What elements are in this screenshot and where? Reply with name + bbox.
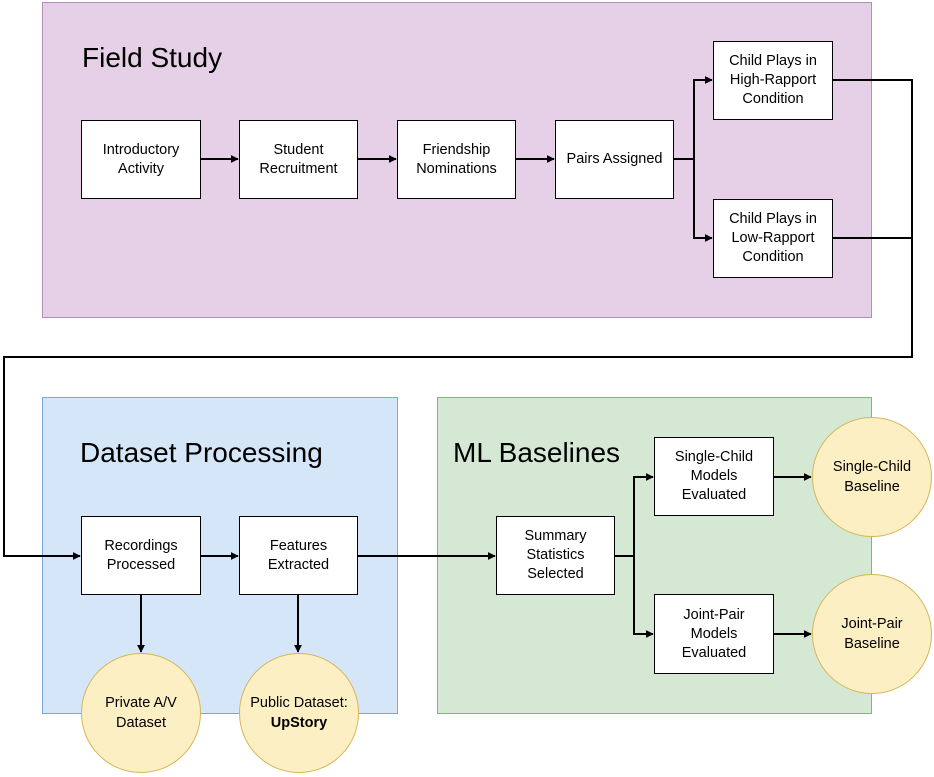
- joint-pair-baseline-line1: Joint-Pair: [841, 616, 903, 632]
- dataset-processing-title: Dataset Processing: [80, 437, 323, 468]
- friendship-nominations-box: Friendship Nominations: [397, 120, 516, 199]
- public-dataset-name: UpStory: [270, 715, 328, 731]
- arrow-pairs-to-high-rapport: [674, 76, 713, 160]
- private-av-dataset-circle: Private A/V Dataset: [81, 653, 201, 773]
- public-dataset-circle: Public Dataset: UpStory: [239, 653, 359, 773]
- field-study-title: Field Study: [82, 42, 223, 73]
- single-child-baseline-line1: Single-Child: [832, 459, 912, 475]
- private-av-line1: Private A/V: [105, 695, 177, 711]
- high-rapport-condition-box: Child Plays in High-Rapport Condition: [713, 41, 833, 120]
- connector-field-to-dataset: [3, 238, 913, 560]
- single-child-baseline-line2: Baseline: [844, 479, 900, 495]
- joint-pair-baseline-circle: Joint-Pair Baseline: [812, 574, 932, 694]
- introductory-activity-box: Introductory Activity: [81, 120, 201, 199]
- low-rapport-condition-box: Child Plays in Low-Rapport Condition: [713, 199, 833, 278]
- single-child-baseline-circle: Single-Child Baseline: [812, 417, 932, 537]
- public-dataset-line1: Public Dataset:: [250, 695, 348, 711]
- arrow-summary-to-joint-pair: [633, 556, 654, 638]
- student-recruitment-box: Student Recruitment: [239, 120, 358, 199]
- pairs-assigned-box: Pairs Assigned: [555, 120, 674, 199]
- joint-pair-models-box: Joint-Pair Models Evaluated: [654, 594, 774, 674]
- features-extracted-box: Features Extracted: [239, 516, 358, 595]
- single-child-models-box: Single-Child Models Evaluated: [654, 437, 774, 516]
- ml-baselines-title: ML Baselines: [453, 437, 621, 468]
- connector-high-rapport-out: [833, 79, 913, 239]
- joint-pair-baseline-line2: Baseline: [844, 636, 900, 652]
- arrow-summary-to-single-child: [615, 473, 654, 557]
- private-av-line2: Dataset: [116, 715, 166, 731]
- recordings-processed-box: Recordings Processed: [81, 516, 201, 595]
- arrow-pairs-to-low-rapport: [693, 159, 713, 242]
- summary-statistics-box: Summary Statistics Selected: [496, 516, 615, 595]
